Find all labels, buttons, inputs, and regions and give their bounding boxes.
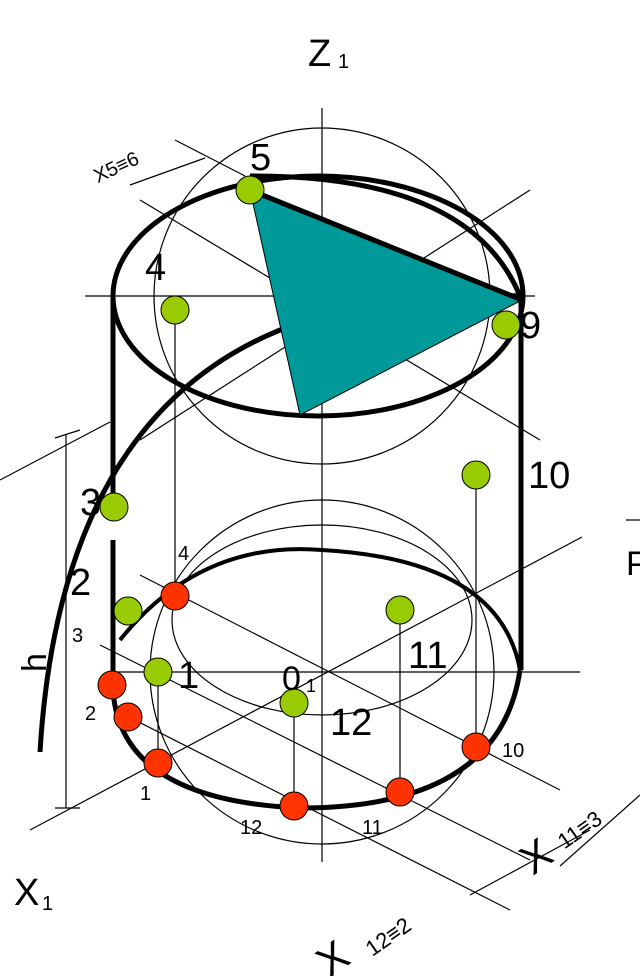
base-point-3 [97,670,127,700]
label-12: 12 [330,702,372,744]
x-axis-diagonal [29,536,583,831]
z-axis-label: Z [308,33,331,75]
h-label: h [16,653,54,672]
base-label-12: 12 [240,817,262,839]
base-point-4 [160,581,190,611]
z-axis-sub: 1 [338,51,349,73]
base-label-1: 1 [140,783,151,805]
triangle-edge-5-9 [249,187,523,303]
x56-dimension [129,157,206,186]
point-2 [113,596,143,626]
label-1: 1 [178,655,199,697]
top-arc [249,173,523,297]
base-diagonal-2 [99,644,531,861]
base-front-curve [110,669,523,811]
point-11 [385,595,415,625]
x12-main-label: X [308,931,358,976]
x56-ext-1 [174,139,246,177]
label-9: 9 [520,305,541,347]
base-point-10 [461,732,491,762]
x11-dim [469,829,591,896]
base-point-1 [143,748,173,778]
label-5: 5 [250,137,271,179]
label-4: 4 [145,247,166,289]
point-5 [235,175,265,205]
base-label-4: 4 [178,543,189,565]
green-points [99,175,521,718]
base-diagonal-1 [139,574,561,791]
label-2: 2 [70,562,91,604]
base-point-12 [279,791,309,821]
x56-label: X5≡6 [90,148,142,188]
x12-sub-label: 12≡2 [361,912,416,961]
label-10: 10 [528,455,570,497]
origin-label: 0 [282,660,301,698]
point-12 [279,688,309,718]
x11-main-label: X [511,829,561,884]
origin-sub: 1 [306,676,316,696]
x11-sub-label: 11≡3 [553,806,607,854]
label-11: 11 [408,635,447,677]
base-point-2 [113,702,143,732]
point-9 [491,310,521,340]
base-thin-ellipse [171,524,473,716]
x-axis-label: X [14,872,39,914]
x-axis-sub: 1 [42,893,53,915]
base-label-10: 10 [502,740,524,762]
point-10 [461,460,491,490]
base-label-3: 3 [72,625,83,647]
h-guide-top [0,421,111,481]
point-1 [143,657,173,687]
x11-ext [559,794,640,867]
base-point-11 [385,777,415,807]
h-tick-top [54,429,81,439]
red-points [97,581,491,821]
base-label-11: 11 [362,817,383,839]
point-3 [99,492,129,522]
point-4 [160,295,190,325]
base-label-2: 2 [85,703,96,725]
label-3: 3 [80,482,101,524]
p-label: P [626,545,640,583]
